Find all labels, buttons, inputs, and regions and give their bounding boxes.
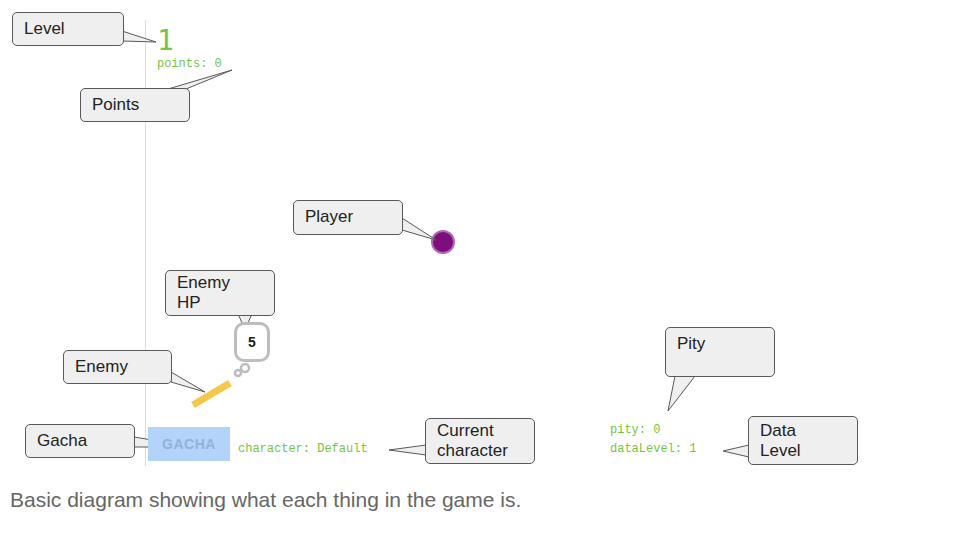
chain-link [241, 364, 249, 372]
callout-label: Current character [437, 421, 526, 461]
callout-label: Enemy HP [177, 273, 237, 313]
callout-tail [122, 31, 156, 42]
callout-box: Current character [425, 418, 535, 464]
callout-label: Level [24, 19, 65, 39]
callout-label: Enemy [75, 357, 128, 377]
callout-label: Gacha [37, 431, 87, 451]
game-border-line [145, 20, 146, 466]
callout-box: Pity [665, 327, 775, 377]
callout-tail [402, 218, 436, 240]
hp-value: 5 [248, 334, 256, 350]
callout-box: Data Level [748, 416, 858, 465]
callout-label: Player [305, 207, 353, 227]
callout-tail [723, 445, 749, 457]
callout-tail [171, 372, 205, 392]
callout-tail [389, 445, 426, 455]
callout-box: Gacha [25, 424, 135, 458]
callout-box: Enemy [63, 350, 172, 384]
enemy-bar [193, 383, 230, 405]
character-text: character: Default [238, 442, 368, 456]
callout-label: Data Level [760, 421, 820, 461]
chain-link [235, 370, 241, 376]
callout-tail [168, 70, 232, 89]
callout-box: Points [80, 88, 190, 122]
callout-tail [668, 376, 695, 411]
player-circle [432, 231, 454, 253]
callout-box: Enemy HP [165, 270, 275, 316]
caption: Basic diagram showing what each thing in… [10, 488, 521, 512]
callout-label: Points [92, 95, 139, 115]
data-level-text: dataLevel: 1 [610, 442, 696, 456]
button-label: GACHA [162, 436, 216, 452]
callout-label: Pity [677, 334, 705, 354]
enemy-hp-bubble: 5 [234, 322, 270, 362]
gacha-button: GACHA [148, 427, 230, 461]
callout-box: Player [293, 200, 403, 235]
points-text: points: 0 [157, 57, 222, 71]
pity-text: pity: 0 [610, 423, 660, 437]
level-value: 1 [157, 27, 174, 55]
callout-box: Level [12, 12, 124, 46]
